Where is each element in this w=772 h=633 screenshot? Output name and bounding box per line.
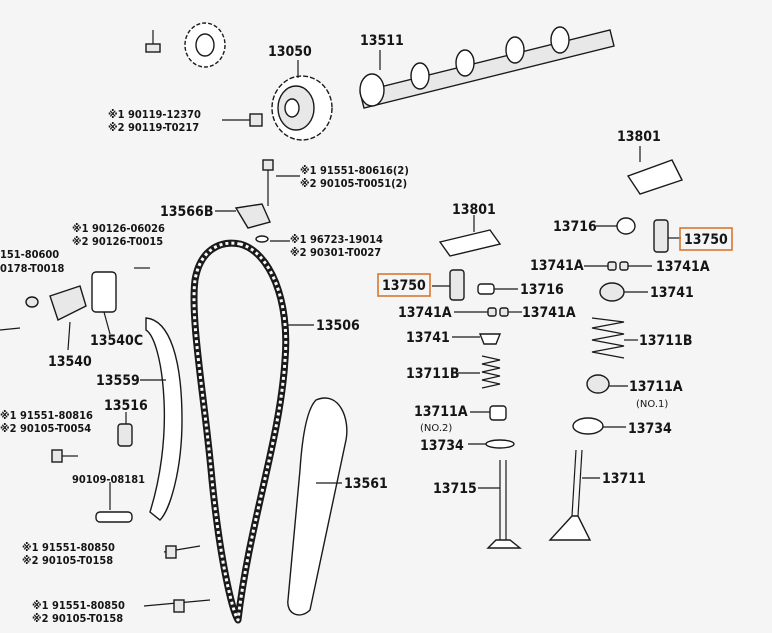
label-13711A-right: 13711A [629, 379, 683, 395]
valve-exhaust-part [548, 449, 592, 541]
lash-adjuster-mid-part [449, 269, 465, 301]
ref-bolt6-1: ※1 91551-80816 [0, 409, 93, 422]
ref-bolt8-2: ※2 90105-T0158 [22, 554, 113, 567]
label-13741A-right-right: 13741A [656, 259, 710, 275]
label-13741-right: 13741 [650, 285, 694, 301]
keeper-mid-part [487, 307, 509, 317]
label-13801-mid: 13801 [452, 202, 496, 218]
stud-bolt-part [95, 511, 133, 523]
seat-mid-part [489, 405, 507, 421]
label-no2: (NO.2) [420, 423, 452, 434]
ref-bolt3-2: ※2 90301-T0027 [290, 246, 381, 259]
ref-bolt5-1: 151-80600 [0, 248, 59, 261]
camshaft-part [359, 26, 615, 109]
bottom-bolt-part [143, 599, 211, 613]
retainer-mid-part [478, 333, 502, 345]
gear-bolt-part [222, 113, 263, 127]
label-13711A-mid: 13711A [414, 404, 468, 420]
ref-bolt2-1: ※1 91551-80616(2) [300, 164, 409, 177]
cam-timing-gear-part [271, 75, 333, 141]
tensioner-part [0, 271, 117, 331]
label-13540: 13540 [48, 354, 92, 370]
label-13506: 13506 [316, 318, 360, 334]
chain-guide-part [287, 397, 348, 616]
valve-intake-part [486, 460, 522, 549]
top-bolt-part [145, 30, 161, 53]
seat-right-part [586, 374, 610, 394]
label-13559: 13559 [96, 373, 140, 389]
ref-bolt9-1: ※1 91551-80850 [32, 599, 125, 612]
highlight-13750-mid [377, 273, 431, 297]
chain-slipper-part [117, 423, 133, 447]
label-no1: (NO.1) [636, 399, 668, 410]
label-13734-right: 13734 [628, 421, 672, 437]
seal-right-part [572, 417, 604, 435]
label-13711B-right: 13711B [639, 333, 692, 349]
label-13750-right[interactable]: 13750 [684, 232, 728, 248]
label-13540C: 13540C [90, 333, 143, 349]
label-13734-mid: 13734 [420, 438, 464, 454]
ref-bolt2-2: ※2 90105-T0051(2) [300, 177, 407, 190]
small-sprocket-part [184, 22, 226, 68]
label-13741-mid: 13741 [406, 330, 450, 346]
label-13741A-mid-right: 13741A [522, 305, 576, 321]
label-13750-mid[interactable]: 13750 [382, 278, 426, 294]
ref-bolt4-1: ※1 90126-06026 [72, 222, 165, 235]
retainer-right-part [599, 282, 625, 302]
label-13050: 13050 [268, 44, 312, 60]
label-13711B-mid: 13711B [406, 366, 459, 382]
spring-mid-part [481, 355, 501, 389]
label-13741A-right-left: 13741A [530, 258, 584, 274]
lower-bolt-part [163, 545, 201, 559]
ref-bolt7: 90109-08181 [72, 473, 145, 486]
label-13566B: 13566B [160, 204, 213, 220]
chain-guide-bracket-part [215, 159, 274, 243]
lash-adjuster-right-part [653, 219, 669, 253]
rocker-arm-right-part [626, 159, 683, 195]
ref-bolt5-2: 0178-T0018 [0, 262, 64, 275]
ref-bolt4-2: ※2 90126-T0015 [72, 235, 163, 248]
ref-bolt3-1: ※1 96723-19014 [290, 233, 383, 246]
label-13801-right: 13801 [617, 129, 661, 145]
label-13716-mid: 13716 [520, 282, 564, 298]
label-13511: 13511 [360, 33, 404, 49]
ref-bolt6-2: ※2 90105-T0054 [0, 422, 91, 435]
label-13516: 13516 [104, 398, 148, 414]
left-bolt-part [51, 449, 78, 463]
highlight-13750-right [679, 227, 733, 251]
shim-right-part [616, 217, 636, 235]
ref-bolt8-1: ※1 91551-80850 [22, 541, 115, 554]
spring-right-part [591, 317, 625, 359]
keeper-right-part [607, 261, 629, 271]
timing-chain-part [190, 239, 290, 624]
ref-bolt9-2: ※2 90105-T0158 [32, 612, 123, 625]
shim-mid-part [477, 283, 495, 295]
seal-mid-part [485, 439, 515, 449]
tensioner-arm-part [145, 317, 183, 521]
rocker-arm-mid-part [438, 229, 502, 257]
label-13716-right: 13716 [553, 219, 597, 235]
label-13715: 13715 [433, 481, 477, 497]
ref-bolt1-2: ※2 90119-T0217 [108, 121, 199, 134]
label-13561: 13561 [344, 476, 388, 492]
ref-bolt1-1: ※1 90119-12370 [108, 108, 201, 121]
label-13711: 13711 [602, 471, 646, 487]
label-13741A-mid-left: 13741A [398, 305, 452, 321]
